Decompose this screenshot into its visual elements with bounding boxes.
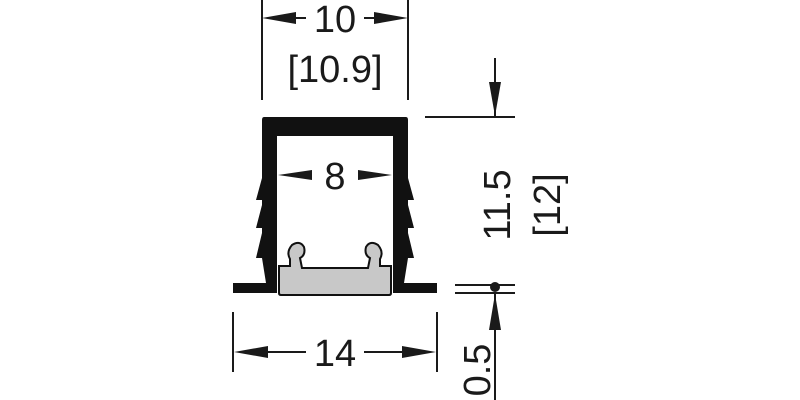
dimension-height: 11.5 [12] — [425, 58, 569, 241]
height-label: 11.5 — [477, 169, 519, 240]
arrow-icon — [278, 170, 392, 180]
arrow-icon — [489, 82, 501, 116]
inner-width-label: 8 — [324, 156, 345, 198]
diffuser-lens — [278, 241, 392, 296]
dimension-inner-width: 8 — [278, 156, 392, 198]
outer-width-label: 10 — [314, 0, 356, 41]
dimension-flange-width: 14 — [232, 312, 438, 375]
height-alt-label: [12] — [527, 173, 569, 236]
arrow-icon — [489, 294, 501, 330]
outer-width-alt-label: [10.9] — [287, 49, 382, 91]
dimension-flange-thickness: 0.5 — [455, 282, 515, 400]
dimension-outer-width: 10 [10.9] — [261, 0, 409, 100]
flange-thickness-label: 0.5 — [457, 344, 499, 397]
flange-width-label: 14 — [314, 333, 356, 375]
aluminium-profile — [233, 117, 437, 293]
